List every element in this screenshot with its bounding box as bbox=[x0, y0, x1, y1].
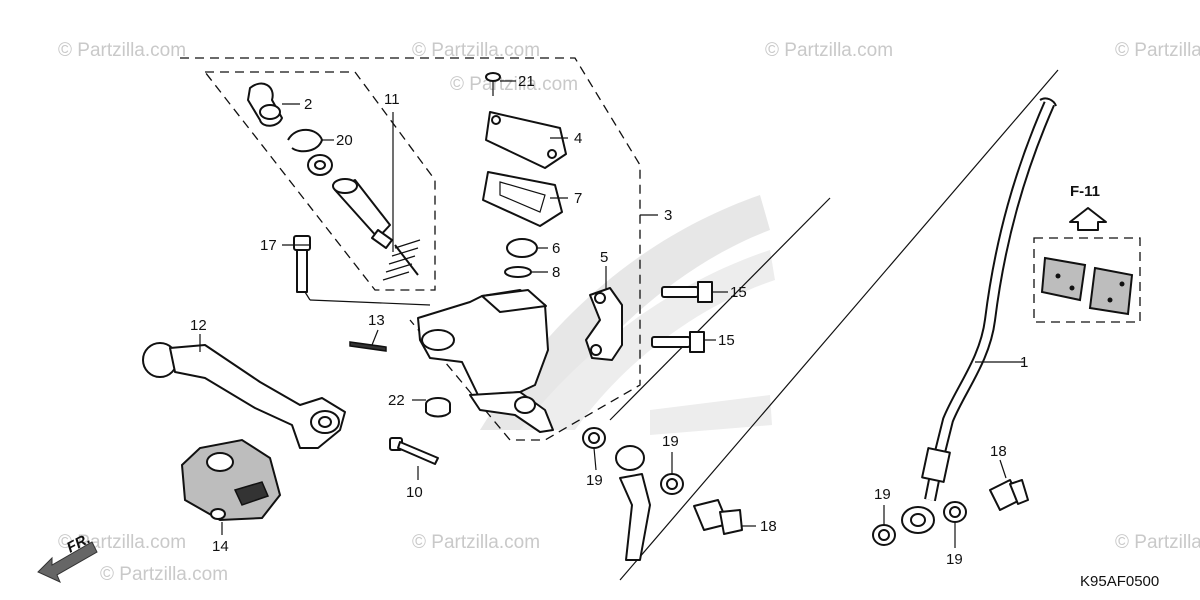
callout-18-left: 18 bbox=[760, 518, 777, 535]
callout-22: 22 bbox=[388, 392, 405, 409]
part-1-brake-hose bbox=[901, 97, 1057, 534]
callout-11: 11 bbox=[384, 91, 400, 108]
callout-10: 10 bbox=[406, 484, 423, 501]
callout-18-right: 18 bbox=[990, 443, 1007, 460]
callout-14: 14 bbox=[212, 538, 229, 555]
watermark: © Partzilla.com bbox=[450, 74, 578, 95]
part-18-banjo-bolt bbox=[989, 479, 1029, 511]
callout-4: 4 bbox=[574, 130, 582, 147]
reference-box bbox=[1033, 207, 1141, 323]
part-20-circlip bbox=[287, 128, 323, 153]
part-5-clamp bbox=[585, 287, 623, 361]
watermark: © Partzilla.com bbox=[100, 564, 228, 585]
piston bbox=[332, 178, 393, 249]
callout-15-lower: 15 bbox=[718, 332, 735, 349]
callout-17: 17 bbox=[260, 237, 277, 254]
part-4-cap bbox=[485, 111, 567, 169]
leader-17-link bbox=[309, 299, 431, 306]
watermark: © Partzilla.com bbox=[412, 532, 540, 553]
callout-7: 7 bbox=[574, 190, 582, 207]
part-17-bolt bbox=[293, 235, 311, 301]
watermark: © Partzilla.com bbox=[58, 40, 186, 61]
spring bbox=[382, 239, 421, 281]
part-7-diaphragm bbox=[482, 171, 563, 227]
watermark: © Partzilla.com bbox=[412, 40, 540, 61]
part-18-banjo-bolt bbox=[693, 499, 743, 535]
part-8-ring bbox=[504, 266, 532, 278]
callout-19-d: 19 bbox=[946, 551, 963, 568]
callout-8: 8 bbox=[552, 264, 560, 281]
callout-19-a: 19 bbox=[586, 472, 603, 489]
hose-upper-fitting bbox=[615, 445, 651, 561]
group-outline-3 bbox=[180, 57, 641, 441]
watermark: © Partzilla.com bbox=[1115, 40, 1200, 61]
callout-1: 1 bbox=[1020, 354, 1028, 371]
diagram-code: K95AF0500 bbox=[1080, 573, 1159, 590]
front-direction-arrow-icon bbox=[37, 541, 98, 583]
guide-line bbox=[619, 69, 1059, 581]
part-3-master-cylinder bbox=[417, 289, 554, 433]
part-10-pin bbox=[389, 437, 439, 465]
part-6-plate bbox=[506, 238, 538, 258]
callout-3: 3 bbox=[664, 207, 672, 224]
watermark: © Partzilla.com bbox=[1115, 532, 1200, 553]
callout-21: 21 bbox=[518, 73, 535, 90]
callout-2: 2 bbox=[304, 96, 312, 113]
callout-15-upper: 15 bbox=[730, 284, 747, 301]
part-13-spring bbox=[349, 341, 387, 352]
watermark-layer: © Partzilla.com © Partzilla.com © Partzi… bbox=[58, 40, 1200, 585]
callout-12: 12 bbox=[190, 317, 207, 334]
callout-19-b: 19 bbox=[662, 433, 679, 450]
callout-5: 5 bbox=[600, 249, 608, 266]
group-outline-11 bbox=[203, 71, 436, 291]
callout-6: 6 bbox=[552, 240, 560, 257]
part-14-cover bbox=[180, 438, 282, 522]
part-12-lever bbox=[142, 342, 346, 449]
callout-19-c: 19 bbox=[874, 486, 891, 503]
part-15-bolt-lower bbox=[651, 331, 705, 353]
leader-lines bbox=[199, 80, 1024, 548]
callout-20: 20 bbox=[336, 132, 353, 149]
part-22-nut bbox=[425, 397, 451, 418]
part-2-boot bbox=[247, 82, 283, 127]
callouts: 1 2 3 4 5 6 7 8 10 11 12 13 14 15 15 17 … bbox=[190, 73, 1028, 568]
up-arrow-icon bbox=[1069, 207, 1107, 231]
part-15-bolt-upper bbox=[661, 281, 713, 303]
callout-13: 13 bbox=[368, 312, 385, 329]
watermark: © Partzilla.com bbox=[765, 40, 893, 61]
part-21-screw bbox=[485, 72, 501, 96]
guide-line bbox=[609, 197, 831, 421]
ref-label: F-11 bbox=[1070, 183, 1100, 200]
